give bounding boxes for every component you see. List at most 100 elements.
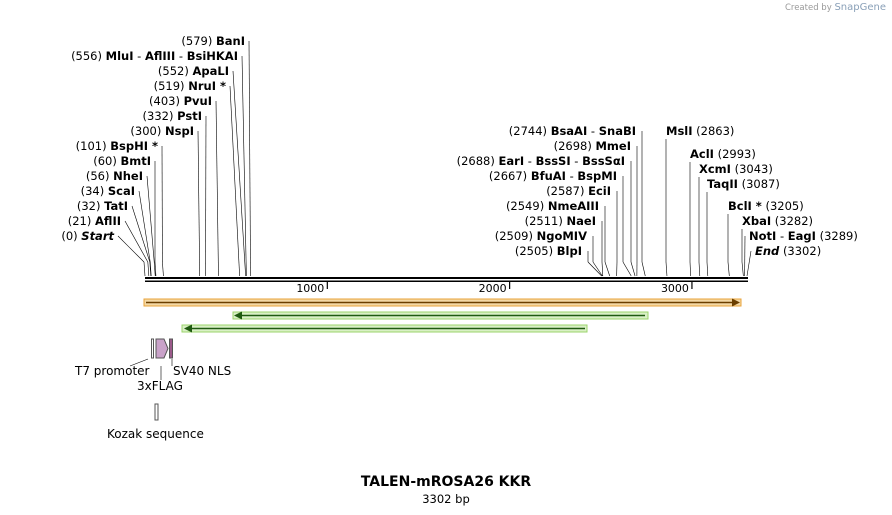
site-xcmi-position: (3043)	[735, 162, 773, 176]
site-bani-position: (579)	[181, 34, 212, 48]
3xflag-label: 3xFLAG	[137, 379, 183, 393]
site-apali-position: (552)	[158, 64, 189, 78]
site-scai-position: (34)	[81, 184, 105, 198]
site-apali-label[interactable]: (552) ApaLI	[158, 64, 229, 78]
site-nrui-label[interactable]: (519) NruI *	[154, 79, 226, 93]
site-nspi-label[interactable]: (300) NspI	[130, 124, 194, 138]
site-bfuai-leader-b	[622, 261, 632, 277]
site-end-name: End	[755, 244, 780, 258]
credit-prefix: Created by	[784, 3, 832, 13]
site-bsphi-leader-b	[162, 261, 164, 277]
site-bsaai-label[interactable]: (2744) BsaAI - SnaBI	[509, 124, 636, 138]
site-ecii-name: EciI	[588, 184, 611, 198]
site-psti-label[interactable]: (332) PstI	[143, 109, 202, 123]
site-eari-label[interactable]: (2688) EarI - BssSI - BssSαI	[457, 154, 625, 168]
site-mlui-name: MluI	[106, 49, 134, 63]
site-bfuai-label[interactable]: (2667) BfuAI - BspMI	[489, 169, 617, 183]
site-ecii-position: (2587)	[546, 184, 584, 198]
site-scai-label[interactable]: (34) ScaI	[81, 184, 135, 198]
site-naei-leader-b	[601, 261, 604, 277]
site-nrui-name: NruI *	[188, 79, 226, 93]
site-aflii-leader-a	[124, 220, 149, 263]
site-eari-alt-bsss-i: BssSαI	[582, 154, 625, 168]
site-start-name: Start	[81, 229, 114, 243]
orf-reverse-green-1[interactable]	[232, 311, 649, 320]
site-bfuai-position: (2667)	[489, 169, 527, 183]
site-ecii-label[interactable]: (2587) EciI	[546, 184, 611, 198]
green-arrow-head-2	[184, 324, 192, 333]
orf-forward-orange[interactable]	[143, 298, 742, 307]
site-ngomiv-label[interactable]: (2509) NgoMIV	[495, 229, 587, 243]
t7-promoter-label: T7 promoter	[74, 364, 150, 378]
site-pvui-name: PvuI	[184, 94, 212, 108]
site-bmti-label[interactable]: (60) BmtI	[93, 154, 151, 168]
site-taqii-leader-b	[706, 261, 709, 277]
site-xcmi-name: XcmI	[699, 162, 731, 176]
site-start-leader-b	[143, 261, 146, 277]
site-pvui-label[interactable]: (403) PvuI	[149, 94, 212, 108]
site-tati-leader-a	[131, 205, 151, 263]
site-bani-label[interactable]: (579) BanI	[181, 34, 245, 48]
site-msli-label[interactable]: MslI (2863)	[666, 124, 734, 138]
plasmid-length: 3302 bp	[422, 492, 470, 506]
site-mmei-name: MmeI	[595, 139, 631, 153]
site-start-label[interactable]: (0) Start	[61, 229, 114, 243]
site-msli-name: MslI	[666, 124, 693, 138]
site-acli-label[interactable]: AclI (2993)	[690, 147, 756, 161]
snapgene-brand: SnapGene	[834, 2, 886, 13]
site-naei-name: NaeI	[567, 214, 596, 228]
green-arrow-head-1	[234, 311, 242, 320]
site-naei-label[interactable]: (2511) NaeI	[525, 214, 596, 228]
site-blpi-label[interactable]: (2505) BlpI	[515, 244, 582, 258]
site-eari-alt-bsssi: BssSI	[536, 154, 571, 168]
site-noti-position: (3289)	[820, 229, 858, 243]
site-noti-label[interactable]: NotI - EagI (3289)	[749, 229, 858, 243]
orf-reverse-green-2[interactable]	[181, 324, 588, 333]
site-aflii-label[interactable]: (21) AflII	[68, 214, 121, 228]
site-bsaai-alt-snabi: SnaBI	[599, 124, 636, 138]
site-mmei-position: (2698)	[554, 139, 592, 153]
site-nrui-leader	[229, 85, 240, 277]
site-bfuai-name: BfuAI	[531, 169, 566, 183]
site-bani-leader	[248, 40, 251, 277]
site-xbai-position: (3282)	[775, 214, 813, 228]
site-tati-label[interactable]: (32) TatI	[77, 199, 128, 213]
site-apali-name: ApaLI	[193, 64, 230, 78]
site-bsphi-name: BspHI *	[110, 139, 158, 153]
site-end-label[interactable]: End (3302)	[755, 244, 821, 258]
site-taqii-label[interactable]: TaqII (3087)	[707, 177, 780, 191]
site-mlui-label[interactable]: (556) MluI - AflIII - BsiHKAI	[71, 49, 238, 63]
site-bsaai-leader-b	[641, 261, 646, 277]
feature-kozak-sequence[interactable]: Kozak sequence	[107, 403, 204, 441]
tick-label-3000: 3000	[661, 282, 689, 295]
site-bcli-leader-b	[727, 261, 730, 277]
site-bsphi-position: (101)	[76, 139, 107, 153]
site-bcli-label[interactable]: BclI * (3205)	[728, 199, 804, 213]
site-xbai-leader-b	[741, 261, 744, 277]
feature-sv40-nls[interactable]: SV40 NLS	[169, 338, 232, 378]
feature-3xflag[interactable]: 3xFLAG	[137, 338, 183, 393]
site-nmeaiii-label[interactable]: (2549) NmeAIII	[506, 199, 599, 213]
site-acli-position: (2993)	[718, 147, 756, 161]
site-eari-name: EarI	[499, 154, 525, 168]
site-xcmi-leader-b	[698, 261, 701, 277]
site-acli-leader-b	[689, 261, 691, 277]
site-psti-name: PstI	[177, 109, 202, 123]
site-mmei-label[interactable]: (2698) MmeI	[554, 139, 631, 153]
site-end-leader	[746, 250, 752, 277]
site-scai-leader-b	[149, 261, 152, 277]
site-bsphi-label[interactable]: (101) BspHI *	[76, 139, 158, 153]
site-nhei-label[interactable]: (56) NheI	[86, 169, 143, 183]
site-msli-position: (2863)	[696, 124, 734, 138]
site-nmeaiii-name: NmeAIII	[548, 199, 599, 213]
feature-t7-promoter[interactable]: T7 promoter	[74, 338, 154, 378]
site-xbai-label[interactable]: XbaI (3282)	[742, 214, 813, 228]
site-nmeaiii-position: (2549)	[506, 199, 544, 213]
site-naei-position: (2511)	[525, 214, 563, 228]
site-xcmi-label[interactable]: XcmI (3043)	[699, 162, 773, 176]
site-ngomiv-position: (2509)	[495, 229, 533, 243]
site-noti-name: NotI	[749, 229, 776, 243]
kozak-sequence-label: Kozak sequence	[107, 427, 204, 441]
site-labels: (579) BanI(556) MluI - AflIII - BsiHKAI(…	[61, 34, 858, 258]
